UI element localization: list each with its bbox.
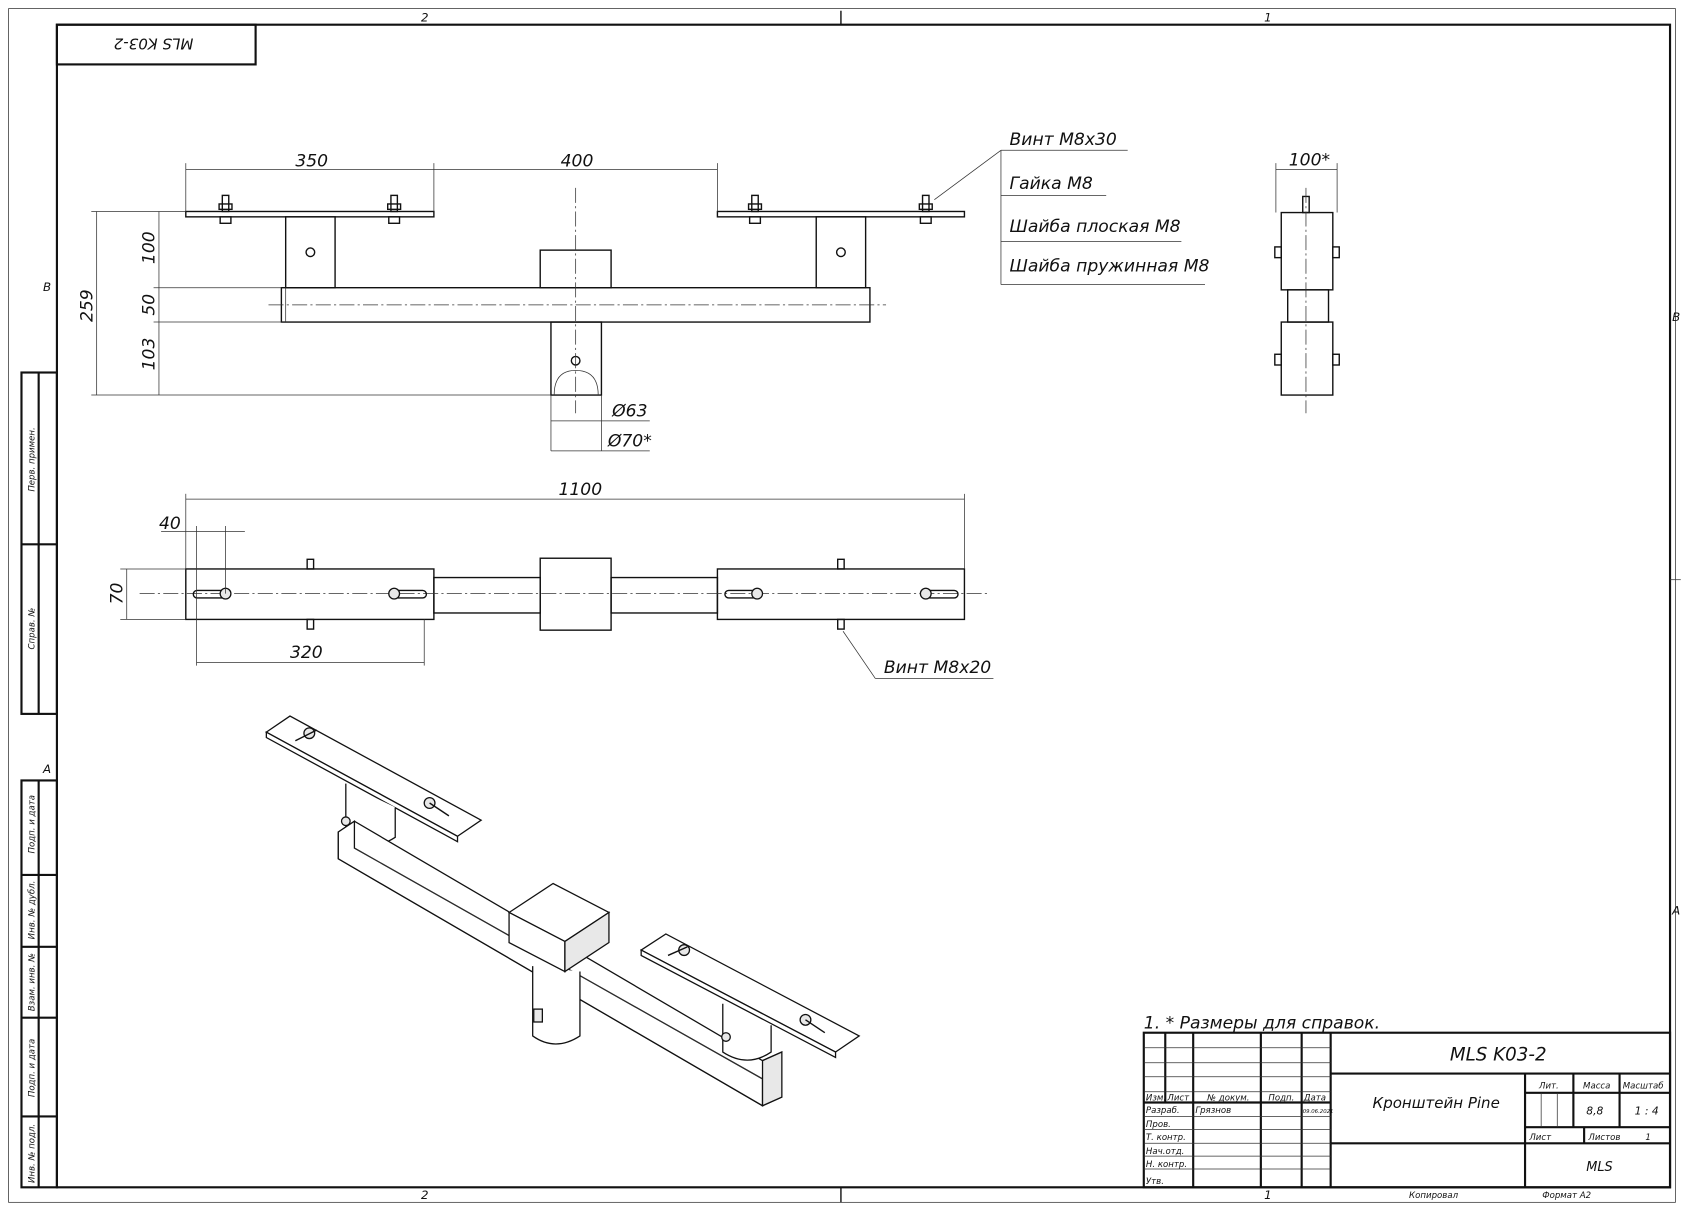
dim-70: 70 bbox=[107, 582, 127, 604]
tb-copied: Копировал bbox=[1409, 1191, 1459, 1201]
sheet-frame: 2 1 2 1 B A B A bbox=[8, 8, 1681, 1203]
strip-label-podp-data-2: Подп. и дата bbox=[27, 1039, 37, 1097]
top-view: 1100 40 70 320 Винт M8x20 bbox=[107, 480, 994, 679]
dim-259: 259 bbox=[77, 289, 97, 322]
bolt-icon bbox=[218, 194, 933, 224]
strip-label-podp-data-1: Подп. и дата bbox=[27, 795, 37, 853]
tb-header-date: Дата bbox=[1303, 1093, 1326, 1103]
dim-103: 103 bbox=[140, 338, 160, 371]
zone-label-left-b: B bbox=[43, 280, 51, 294]
tb-header-list: Лист bbox=[1166, 1093, 1190, 1103]
callout-shaiba-pruzhinnaya: Шайба пружинная M8 bbox=[1010, 257, 1210, 277]
dim-100-star: 100* bbox=[1289, 150, 1331, 170]
dim-40: 40 bbox=[159, 514, 181, 534]
tb-header-sign: Подп. bbox=[1268, 1093, 1294, 1103]
dim-320: 320 bbox=[290, 643, 323, 663]
corner-designation: MLS K03-2 bbox=[55, 23, 257, 66]
tb-role-n-kontr: Н. контр. bbox=[1146, 1160, 1187, 1170]
zone-label-top-1: 1 bbox=[1264, 10, 1272, 24]
tb-scale-label: Масштаб bbox=[1623, 1082, 1664, 1092]
tb-designation: MLS K03-2 bbox=[1450, 1045, 1547, 1066]
zone-label-right-b: B bbox=[1672, 310, 1680, 324]
tb-mass-label: Масса bbox=[1583, 1082, 1610, 1092]
dim-d63: Ø63 bbox=[611, 402, 647, 422]
callout-vint-m8x20: Винт M8x20 bbox=[884, 658, 991, 678]
zone-label-bottom-1: 1 bbox=[1264, 1188, 1272, 1202]
note-reference-dimensions: 1. * Размеры для справок. bbox=[1144, 1013, 1380, 1033]
strip-label-perv-primen: Перв. примен. bbox=[27, 427, 37, 491]
tb-format: Формат A2 bbox=[1542, 1191, 1591, 1201]
tb-title: Кронштейн Pine bbox=[1373, 1094, 1500, 1112]
bolt-icon bbox=[295, 727, 826, 1042]
tb-developer-name: Грязнов bbox=[1195, 1106, 1231, 1116]
callout-shaiba-ploskaya: Шайба плоская M8 bbox=[1010, 217, 1181, 237]
callout-gaika-m8: Гайка M8 bbox=[1010, 174, 1093, 194]
isometric-view bbox=[265, 715, 861, 1107]
tb-sheet-label: Лист bbox=[1528, 1133, 1552, 1143]
tb-role-t-kontr: Т. контр. bbox=[1146, 1133, 1186, 1143]
dim-350: 350 bbox=[295, 151, 328, 171]
tb-mass-value: 8,8 bbox=[1586, 1104, 1603, 1117]
dim-d70: Ø70* bbox=[607, 432, 652, 452]
tb-company: MLS bbox=[1586, 1160, 1612, 1175]
strip-label-inv-podl: Инв. № подл. bbox=[27, 1124, 37, 1183]
strip-label-vzam-inv: Взам. инв. № bbox=[27, 953, 37, 1011]
zone-label-left-a: A bbox=[42, 762, 51, 776]
corner-designation-text: MLS K03-2 bbox=[114, 35, 194, 53]
zone-label-right-a: A bbox=[1671, 904, 1680, 918]
dim-100: 100 bbox=[140, 231, 160, 264]
strip-label-sprav: Справ. № bbox=[27, 608, 37, 650]
tb-role-utv: Утв. bbox=[1146, 1177, 1164, 1187]
side-view: 100* bbox=[1274, 150, 1340, 414]
tb-sheets-value: 1 bbox=[1645, 1133, 1650, 1143]
tb-header-doc-no: № докум. bbox=[1206, 1093, 1249, 1103]
dim-1100: 1100 bbox=[558, 480, 602, 500]
title-block: Изм. Лист № докум. Подп. Дата Разраб. Пр… bbox=[1142, 1031, 1672, 1201]
zone-label-bottom-2: 2 bbox=[421, 1188, 429, 1202]
side-strip: Перв. примен. Справ. № Подп. и дата Инв.… bbox=[20, 371, 58, 1189]
tb-role-prov: Пров. bbox=[1146, 1120, 1171, 1130]
tb-role-razrab: Разраб. bbox=[1146, 1106, 1180, 1116]
dim-50: 50 bbox=[140, 294, 160, 316]
tb-developer-date: 09.06.2021 bbox=[1303, 1109, 1334, 1115]
zone-label-top-2: 2 bbox=[421, 10, 429, 24]
tb-lit-label: Лит. bbox=[1538, 1082, 1559, 1092]
tb-role-nach-otd: Нач.отд. bbox=[1146, 1147, 1184, 1157]
tb-scale-value: 1 : 4 bbox=[1635, 1104, 1659, 1117]
tb-header-izm: Изм. bbox=[1146, 1093, 1166, 1103]
dim-400: 400 bbox=[561, 151, 594, 171]
callout-vint-m8x30: Винт M8x30 bbox=[1010, 130, 1117, 150]
tb-sheets-label: Листов bbox=[1587, 1133, 1620, 1143]
strip-label-inv-dubl: Инв. № дубл. bbox=[27, 881, 37, 940]
front-view: 350 400 259 100 50 103 Ø63 Ø70* Винт M8x… bbox=[77, 130, 1209, 452]
